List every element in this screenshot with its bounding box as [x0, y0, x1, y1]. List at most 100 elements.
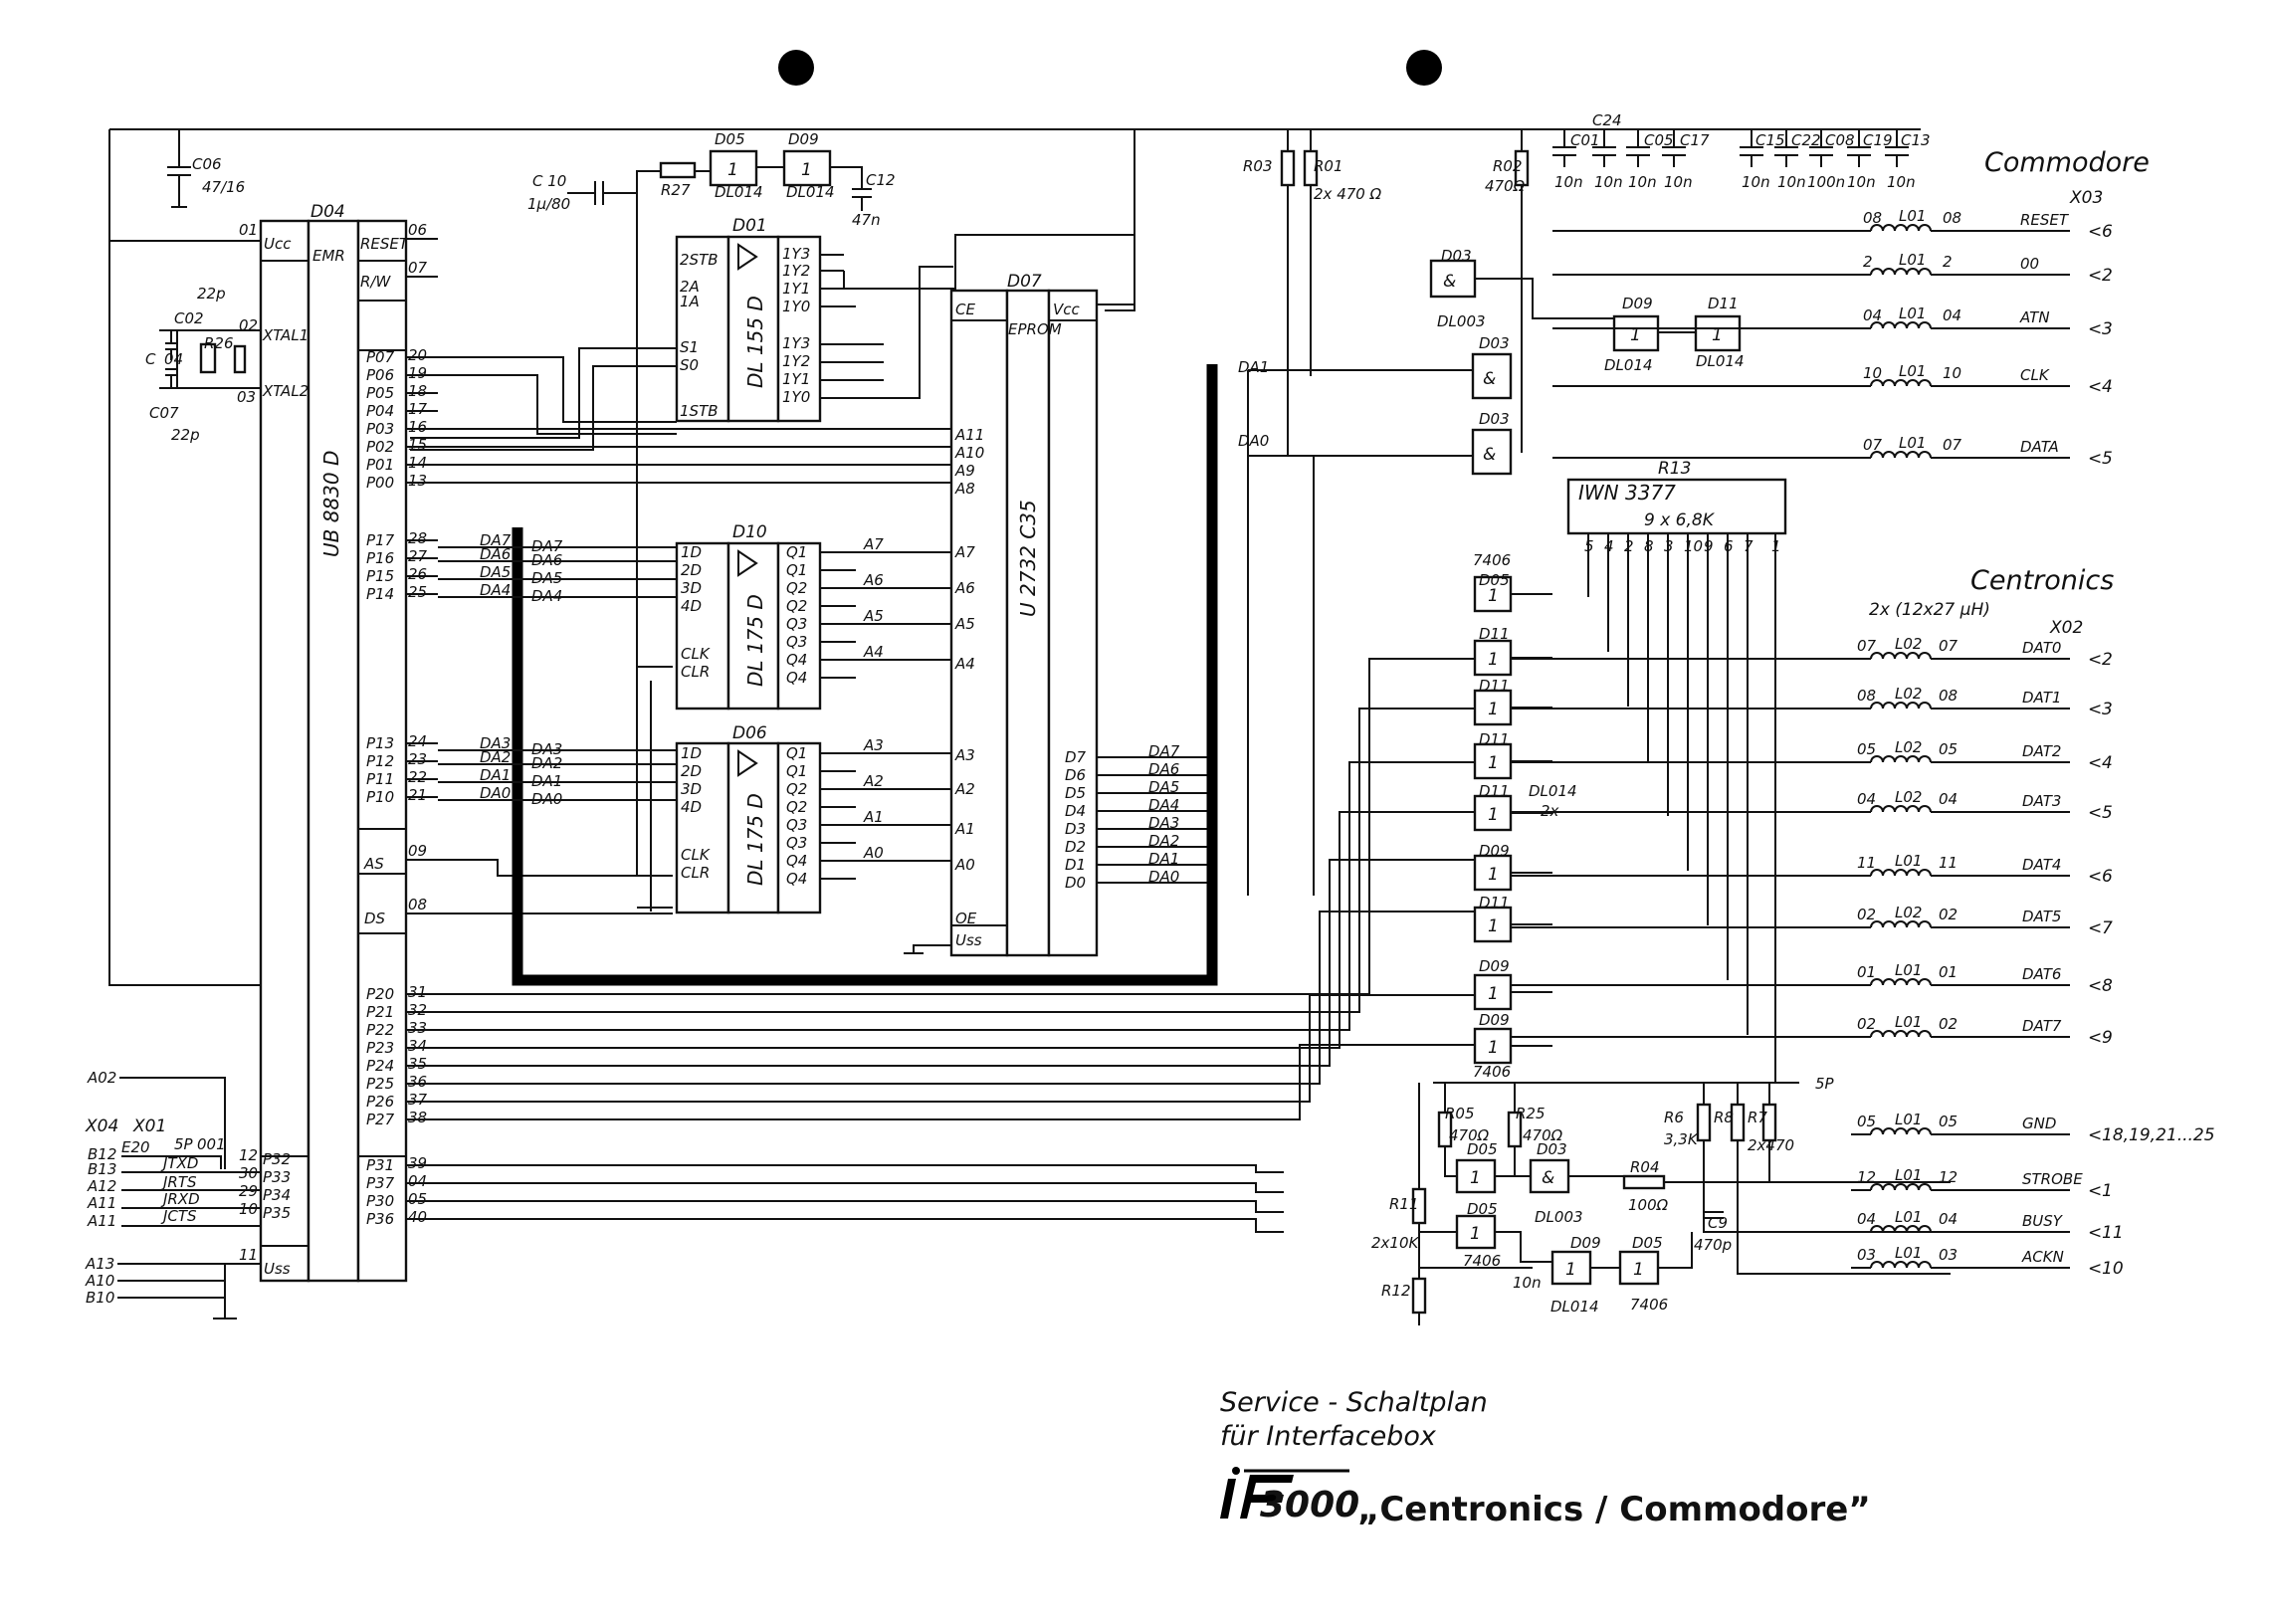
- svg-text:10n: 10n: [1847, 173, 1876, 191]
- coil-label: L01: [1895, 1111, 1922, 1128]
- coil-label: L02: [1895, 685, 1922, 703]
- svg-text:R11: R11: [1389, 1195, 1419, 1213]
- connector-pin: <: [2088, 1125, 2102, 1145]
- svg-text:10n: 10n: [1513, 1274, 1542, 1292]
- pin-number: 28: [408, 529, 427, 547]
- port-pin-p04: P04: [366, 402, 394, 420]
- d04-ds: DS: [364, 910, 386, 927]
- pin-label: Q2: [786, 780, 807, 798]
- coil-pin: 08: [1857, 687, 1876, 705]
- coil-pin: 07: [1857, 637, 1877, 655]
- connector-pin: <: [2088, 377, 2102, 397]
- commodore-connector: Commodore X03: [1984, 147, 2150, 208]
- pin-label: Q3: [786, 816, 807, 834]
- pin-number: 20: [408, 346, 427, 364]
- svg-text:D07: D07: [1007, 272, 1042, 292]
- coil-pin: 12: [1939, 1168, 1958, 1186]
- wire: [438, 811, 1475, 1049]
- svg-text:5P: 5P: [1815, 1075, 1835, 1093]
- eprom-pin-a10: A10: [954, 444, 984, 462]
- svg-text:A10: A10: [85, 1272, 114, 1290]
- ic-d06: D06 DL 175 D: [675, 723, 822, 914]
- pin-label: Q4: [786, 669, 807, 687]
- coil-pin: 04: [1943, 306, 1961, 324]
- connector-pin: <: [2088, 222, 2102, 242]
- inverter-gate: [1473, 689, 1513, 726]
- inductor-coil: [1870, 755, 1932, 763]
- coil-label: L01: [1899, 304, 1926, 322]
- pin-number: 22: [408, 768, 427, 786]
- svg-text:DL 155 D: DL 155 D: [743, 296, 767, 388]
- c02-value: 22p: [197, 285, 226, 303]
- inductor-coil: [1870, 1225, 1932, 1233]
- svg-text:1Y0: 1Y0: [782, 298, 810, 315]
- svg-text:R7: R7: [1748, 1109, 1767, 1126]
- bus-label-da0: DA0: [1238, 432, 1269, 450]
- top-buffer-chain: 1 1: [567, 149, 872, 668]
- svg-text:OE: OE: [955, 910, 977, 927]
- svg-text:C13: C13: [1901, 131, 1931, 149]
- pin-label: 09: [408, 842, 427, 860]
- inverter-gate: [1473, 794, 1513, 832]
- data-bus: [512, 364, 1218, 986]
- coil-label: L01: [1895, 1208, 1922, 1226]
- inductor-coil: [1870, 379, 1932, 387]
- svg-text:C05: C05: [1644, 131, 1674, 149]
- gate-symbol: 1: [1488, 865, 1499, 885]
- svg-text:EPROM: EPROM: [1008, 320, 1062, 338]
- inductor-coil: [1870, 978, 1932, 986]
- gate-symbol: 1: [1488, 586, 1499, 606]
- port-pin-p31: P31: [366, 1156, 394, 1174]
- eprom-pin-d1: D1: [1065, 856, 1086, 874]
- svg-text:001: 001: [197, 1135, 226, 1153]
- bus-label-da6: DA6: [1148, 760, 1179, 778]
- svg-text:C12: C12: [866, 171, 896, 189]
- wire: [438, 1218, 1284, 1233]
- svg-text:10n: 10n: [1554, 173, 1583, 191]
- svg-text:7406: 7406: [1463, 1252, 1501, 1270]
- svg-text:1STB: 1STB: [680, 402, 719, 420]
- bus-label-da0: DA0: [1148, 868, 1179, 886]
- title-line2: für Interfacebox: [1220, 1421, 1437, 1452]
- svg-text:CE: CE: [955, 301, 975, 318]
- coil-pin: 01: [1857, 963, 1876, 981]
- svg-text:C15: C15: [1755, 131, 1785, 149]
- signal-gnd: GND: [2022, 1115, 2056, 1132]
- svg-text:10n: 10n: [1594, 173, 1623, 191]
- coil-pin: 2: [1863, 253, 1873, 271]
- svg-text:1: 1: [1470, 1168, 1481, 1188]
- pin-number: 37: [408, 1091, 428, 1109]
- coil-pin: 05: [1939, 1113, 1958, 1130]
- connector-pin: <: [2088, 1028, 2102, 1048]
- inductor-coil: [1870, 321, 1932, 329]
- d04-vcc: Ucc: [264, 235, 292, 253]
- registration-mark-left: [778, 50, 814, 86]
- eprom-pin-a2: A2: [954, 780, 975, 798]
- svg-text:3,3K: 3,3K: [1664, 1130, 1699, 1148]
- svg-text:S0: S0: [680, 356, 699, 374]
- port-pin-p30: P30: [366, 1192, 394, 1210]
- svg-text:R13: R13: [1658, 459, 1691, 479]
- svg-text:Commodore: Commodore: [1984, 147, 2150, 178]
- svg-text:D05: D05: [1632, 1234, 1663, 1252]
- svg-text:1Y2: 1Y2: [782, 262, 810, 280]
- eprom-pin-d3: D3: [1065, 820, 1086, 838]
- pin-label: 3D: [681, 579, 702, 597]
- crystal-circuit: C02 22p R26 C 04 03 C07 22p: [145, 285, 261, 444]
- connector-pin-number: 9: [2102, 1028, 2113, 1048]
- pin-number: 33: [408, 1019, 427, 1037]
- coil-pin: 08: [1943, 209, 1961, 227]
- eprom-pin-d4: D4: [1065, 802, 1086, 820]
- port-pin-p05: P05: [366, 384, 394, 402]
- coil-pin: 07: [1939, 637, 1959, 655]
- svg-text:R01: R01: [1314, 157, 1343, 175]
- d04-vss: Uss: [264, 1260, 291, 1278]
- svg-text:1Y0: 1Y0: [782, 388, 810, 406]
- svg-text:D05: D05: [715, 130, 745, 148]
- bus-label-da4: DA4: [480, 581, 511, 599]
- svg-text:R03: R03: [1243, 157, 1273, 175]
- connector-pin-number: 4: [2102, 753, 2113, 773]
- pin-number: 40: [408, 1208, 427, 1226]
- svg-text:DL014: DL014: [1550, 1298, 1599, 1316]
